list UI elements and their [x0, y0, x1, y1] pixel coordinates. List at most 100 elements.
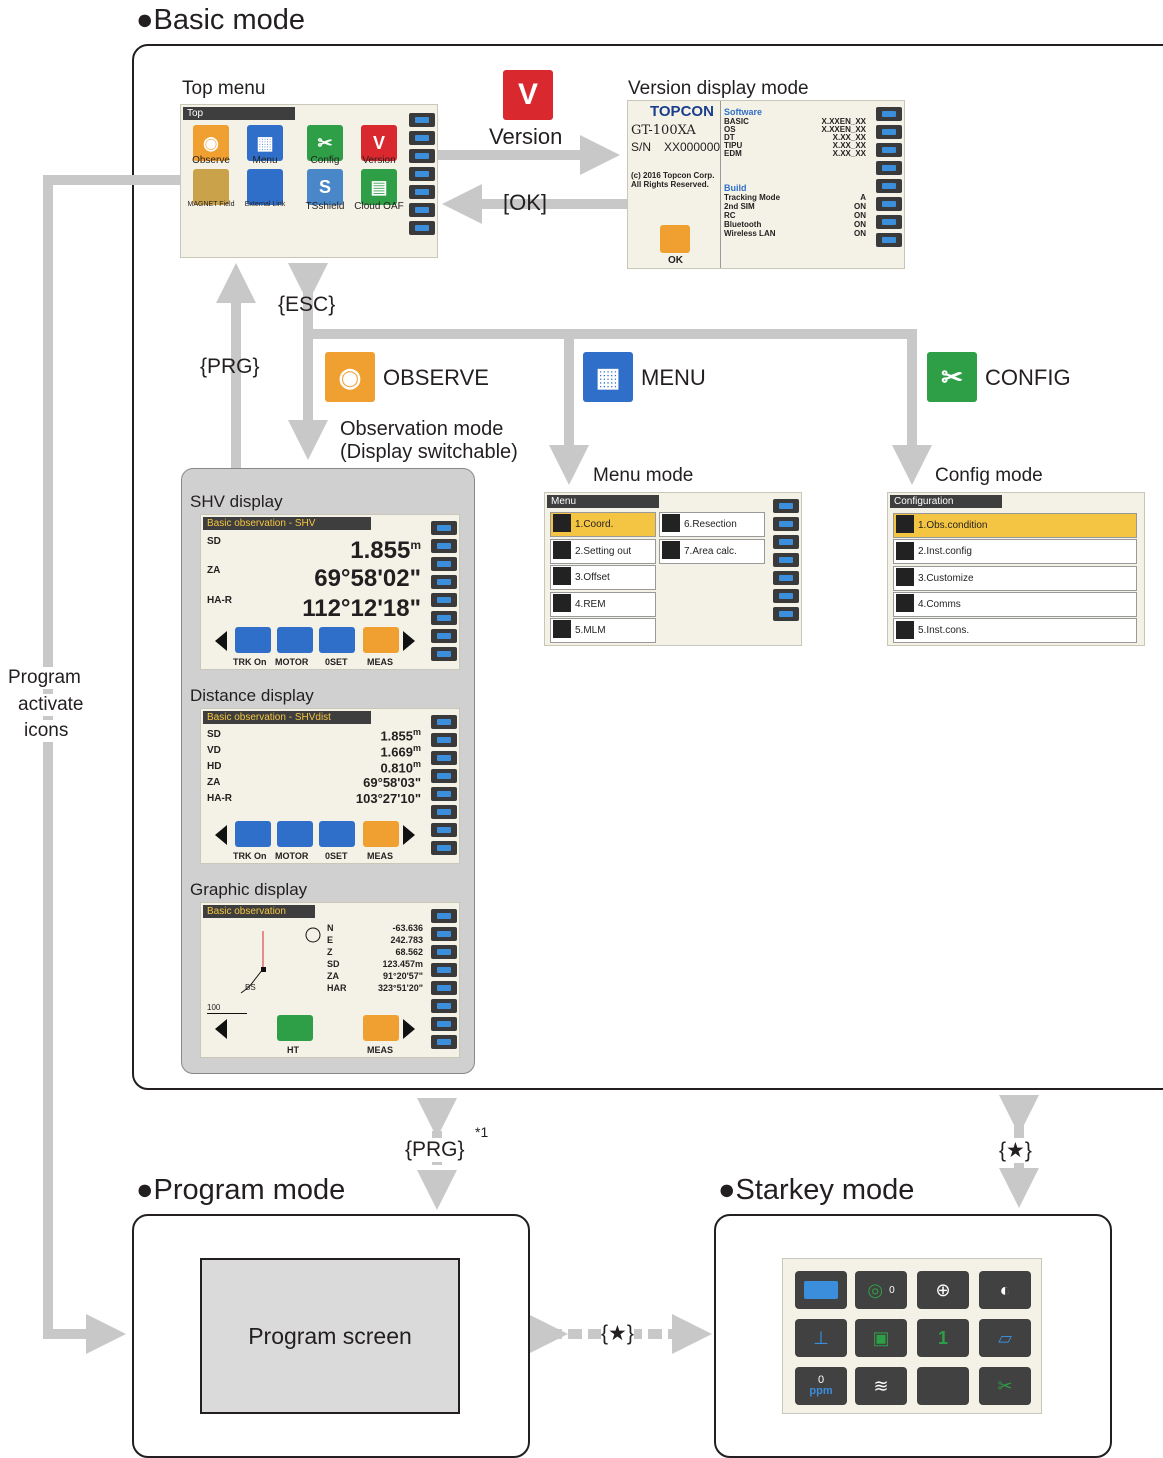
- program-activate-line1: Program: [8, 667, 81, 689]
- ht-label: HT: [287, 1045, 299, 1055]
- software-key: OS: [724, 125, 736, 134]
- display-switchable-label: (Display switchable): [340, 441, 518, 463]
- shv-val-sd: 1.855m: [350, 537, 421, 564]
- tsshield-label: TSshield: [305, 201, 345, 212]
- menu-item-icon: [553, 540, 571, 559]
- star-horizontal-label: {★}: [601, 1321, 634, 1346]
- meas-key[interactable]: [363, 1015, 399, 1041]
- menu-mode-label: Menu mode: [593, 465, 694, 486]
- tsshield-icon[interactable]: S: [307, 169, 343, 205]
- shv-key-har: HA-R: [207, 595, 232, 606]
- config-item[interactable]: 4.Comms: [893, 591, 1137, 617]
- meas-key[interactable]: [363, 627, 399, 653]
- zero-set-label: 0SET: [325, 657, 348, 667]
- keyboard-icon[interactable]: ▱: [979, 1319, 1031, 1357]
- menu-item-icon: [662, 540, 680, 559]
- reticle-illumination-icon[interactable]: ▣: [855, 1319, 907, 1357]
- program-screen: Program screen: [200, 1258, 460, 1414]
- config-label: Config: [310, 155, 340, 166]
- ok-flow-label: [OK]: [503, 190, 548, 215]
- ok-button-icon[interactable]: [660, 225, 690, 253]
- graphic-bar: Basic observation: [203, 905, 315, 918]
- dist-key: SD: [207, 729, 221, 740]
- right-arrow-icon[interactable]: [403, 825, 415, 845]
- dist-value: 103°27'10": [355, 791, 421, 806]
- left-arrow-icon[interactable]: [215, 825, 227, 845]
- menu-mode-bar: Menu: [547, 495, 659, 508]
- trk-on-key[interactable]: [235, 821, 271, 847]
- graphic-value: 242.783: [390, 935, 423, 945]
- contrast-icon[interactable]: ◐: [979, 1271, 1031, 1309]
- software-title: Software: [724, 107, 763, 117]
- battery-icon[interactable]: [795, 1271, 847, 1309]
- left-arrow-icon[interactable]: [215, 1019, 227, 1039]
- zero-set-key[interactable]: [319, 627, 355, 653]
- program-screen-label: Program screen: [248, 1322, 412, 1349]
- shv-screen: Basic observation - SHV SD 1.855m ZA 69°…: [200, 514, 460, 670]
- shv-val-har: 112°12'18": [302, 595, 421, 622]
- trk-on-key[interactable]: [235, 627, 271, 653]
- config-icon[interactable]: ✂: [307, 125, 343, 161]
- meas-key[interactable]: [363, 821, 399, 847]
- star-vertical-label: {★}: [999, 1138, 1032, 1163]
- left-arrow-icon[interactable]: [215, 631, 227, 651]
- build-value: A: [860, 193, 866, 202]
- target-type-icon[interactable]: 1: [917, 1319, 969, 1357]
- menu-item[interactable]: 6.Resection: [659, 512, 765, 537]
- menu-icon[interactable]: ▦: [247, 125, 283, 161]
- graphic-value: -63.636: [392, 923, 423, 933]
- graphic-key: N: [327, 923, 334, 933]
- menu-item[interactable]: 2.Setting out: [550, 538, 656, 564]
- ppm-icon[interactable]: 0 ppm: [795, 1367, 847, 1405]
- cloud-oaf-icon[interactable]: ▤: [361, 169, 397, 205]
- right-arrow-icon[interactable]: [403, 1019, 415, 1039]
- menu-item[interactable]: 7.Area calc.: [659, 538, 765, 564]
- build-title: Build: [724, 183, 747, 193]
- config-item[interactable]: 2.Inst.config: [893, 539, 1137, 565]
- program-activate-line2: activate: [18, 694, 84, 716]
- wifi-icon[interactable]: ≋: [855, 1367, 907, 1405]
- config-item[interactable]: 5.Inst.cons.: [893, 618, 1137, 644]
- target-icon[interactable]: ⊕: [917, 1271, 969, 1309]
- motor-key[interactable]: [277, 821, 313, 847]
- dist-value: 1.855m: [380, 727, 421, 744]
- software-value: X.XX_XX: [832, 133, 866, 142]
- laser-plummet-icon[interactable]: ⊥: [795, 1319, 847, 1357]
- observe-icon[interactable]: ◉: [193, 125, 229, 161]
- starkey-mode-title: ●Starkey mode: [718, 1174, 915, 1206]
- menu-item[interactable]: 3.Offset: [550, 565, 656, 590]
- right-arrow-icon[interactable]: [403, 631, 415, 651]
- config-icon[interactable]: ✂: [979, 1367, 1031, 1405]
- observe-big-icon: ◉: [325, 352, 375, 402]
- tilt-icon[interactable]: ◎0: [855, 1271, 907, 1309]
- build-value: ON: [854, 220, 866, 229]
- graphic-value: 91°20'57": [382, 971, 423, 981]
- menu-item[interactable]: 5.MLM: [550, 618, 656, 643]
- config-item-icon: [896, 541, 914, 560]
- build-key: Tracking Mode: [724, 193, 781, 202]
- zero-set-key[interactable]: [319, 821, 355, 847]
- config-item[interactable]: 3.Customize: [893, 565, 1137, 591]
- program-mode-title: ●Program mode: [136, 1174, 346, 1206]
- config-item[interactable]: 1.Obs.condition: [893, 513, 1137, 538]
- blank-key[interactable]: [917, 1367, 969, 1405]
- prg-note: *1: [475, 1124, 489, 1140]
- motor-key[interactable]: [277, 627, 313, 653]
- version-flow-label: Version: [489, 124, 563, 149]
- graphic-key: ZA: [327, 971, 339, 981]
- menu-item[interactable]: 1.Coord.: [550, 512, 656, 537]
- version-icon[interactable]: V: [361, 125, 397, 161]
- menu-item[interactable]: 4.REM: [550, 591, 656, 617]
- software-value: X.XX_XX: [832, 149, 866, 158]
- graphic-value: 68.562: [395, 947, 423, 957]
- ht-key[interactable]: [277, 1015, 313, 1041]
- magnet-field-icon[interactable]: [193, 169, 229, 205]
- dist-value: 69°58'03": [363, 775, 421, 790]
- external-link-icon[interactable]: [247, 169, 283, 205]
